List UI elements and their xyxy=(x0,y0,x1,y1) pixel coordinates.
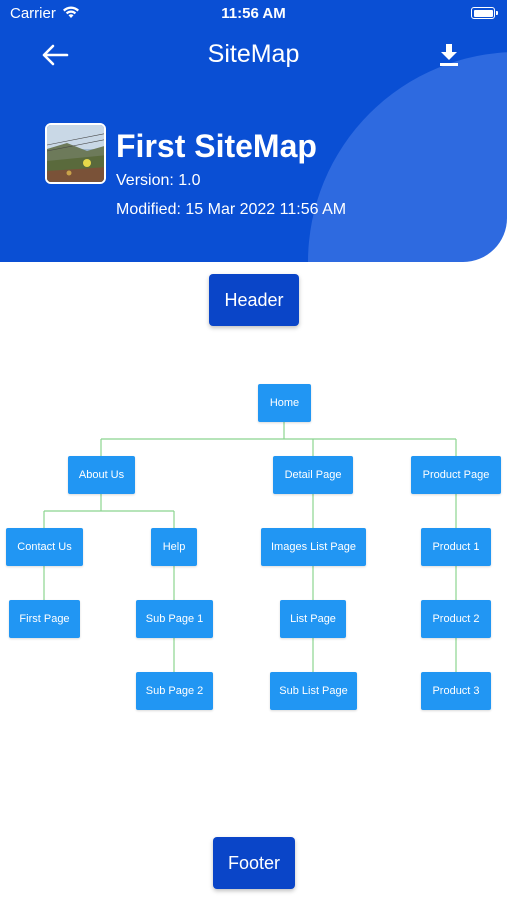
sitemap-title: First SiteMap xyxy=(116,128,317,164)
node-help[interactable]: Help xyxy=(151,528,197,566)
node-home[interactable]: Home xyxy=(258,384,311,422)
header-corner-mask xyxy=(463,218,507,262)
node-contact-us[interactable]: Contact Us xyxy=(6,528,83,566)
download-icon[interactable] xyxy=(437,42,461,68)
node-product-page[interactable]: Product Page xyxy=(411,456,501,494)
sitemap-version: Version: 1.0 xyxy=(116,172,201,189)
page-title: SiteMap xyxy=(207,40,300,68)
node-product-2[interactable]: Product 2 xyxy=(421,600,491,638)
node-images-list-page[interactable]: Images List Page xyxy=(261,528,366,566)
node-product-3[interactable]: Product 3 xyxy=(421,672,491,710)
node-detail-page[interactable]: Detail Page xyxy=(273,456,353,494)
sitemap-modified-date: Modified: 15 Mar 2022 11:56 AM xyxy=(116,201,347,218)
status-bar: Carrier 11:56 AM xyxy=(0,0,507,28)
battery-icon xyxy=(471,7,498,19)
landscape-image xyxy=(47,125,104,182)
node-list-page[interactable]: List Page xyxy=(280,600,346,638)
node-sub-page-2[interactable]: Sub Page 2 xyxy=(136,672,213,710)
node-sub-list-page[interactable]: Sub List Page xyxy=(270,672,357,710)
header-background xyxy=(0,0,507,262)
arrow-left-icon[interactable] xyxy=(40,42,70,68)
header-section-button[interactable]: Header xyxy=(209,274,299,326)
node-first-page[interactable]: First Page xyxy=(9,600,80,638)
clock: 11:56 AM xyxy=(221,5,286,22)
footer-section-button[interactable]: Footer xyxy=(213,837,295,889)
sitemap-thumbnail xyxy=(45,123,106,184)
wifi-icon xyxy=(63,6,79,18)
node-sub-page-1[interactable]: Sub Page 1 xyxy=(136,600,213,638)
carrier-label: Carrier xyxy=(10,5,56,22)
node-product-1[interactable]: Product 1 xyxy=(421,528,491,566)
node-about-us[interactable]: About Us xyxy=(68,456,135,494)
